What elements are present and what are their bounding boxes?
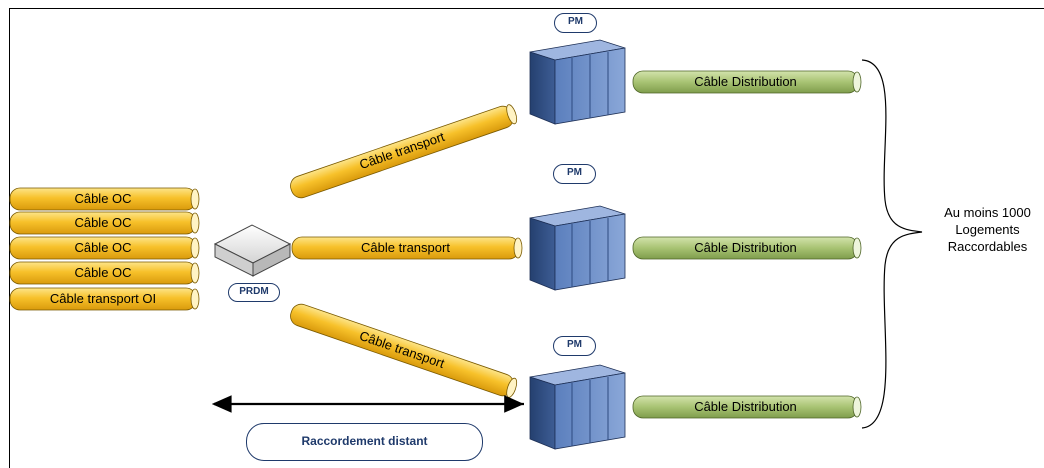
cable-transport-oi: [9, 287, 200, 311]
cable-oc-4: [9, 261, 200, 285]
left-cable-label-4: Câble OC: [74, 265, 132, 280]
transport-cable-top: [290, 104, 518, 199]
transport-cable-bottom: [290, 303, 518, 398]
pm-label-middle: PM: [553, 164, 596, 184]
distribution-label-bottom: Câble Distribution: [694, 399, 797, 414]
left-cable-label-5: Câble transport OI: [49, 291, 157, 306]
capacity-note-line-3: Raccordables: [947, 239, 1028, 254]
distribution-label-middle: Câble Distribution: [694, 240, 797, 255]
pm-label-top: PM: [554, 13, 597, 33]
remote-connection-label: Raccordement distant: [246, 423, 483, 461]
right-brace: [861, 59, 923, 429]
prdm-label: PRDM: [228, 283, 280, 302]
distribution-cable-top: [632, 70, 862, 94]
distribution-label-top: Câble Distribution: [694, 74, 797, 89]
distribution-cable-middle: [632, 236, 862, 260]
pm-label-bottom: PM: [553, 336, 596, 356]
pm-server-bottom: [529, 364, 626, 450]
left-cable-label-3: Câble OC: [74, 240, 132, 255]
left-cables: [9, 187, 200, 311]
pm-server-middle: [529, 205, 626, 291]
left-cable-label-2: Câble OC: [74, 215, 132, 230]
transport-label-middle: Câble transport: [361, 240, 450, 255]
transport-cable-middle: [291, 236, 523, 260]
pm-server-top: [529, 39, 626, 125]
distribution-cable-bottom: [632, 395, 862, 419]
left-cable-label-1: Câble OC: [74, 191, 132, 206]
prdm-device: [213, 224, 292, 277]
cable-oc-1: [9, 187, 200, 211]
cable-oc-3: [9, 236, 200, 260]
capacity-note-line-1: Au moins 1000: [944, 205, 1031, 220]
capacity-note-line-2: Logements: [955, 222, 1020, 237]
capacity-note: Au moins 1000 Logements Raccordables: [925, 204, 1044, 255]
cable-oc-2: [9, 211, 200, 235]
diagram-frame: [9, 8, 1044, 468]
